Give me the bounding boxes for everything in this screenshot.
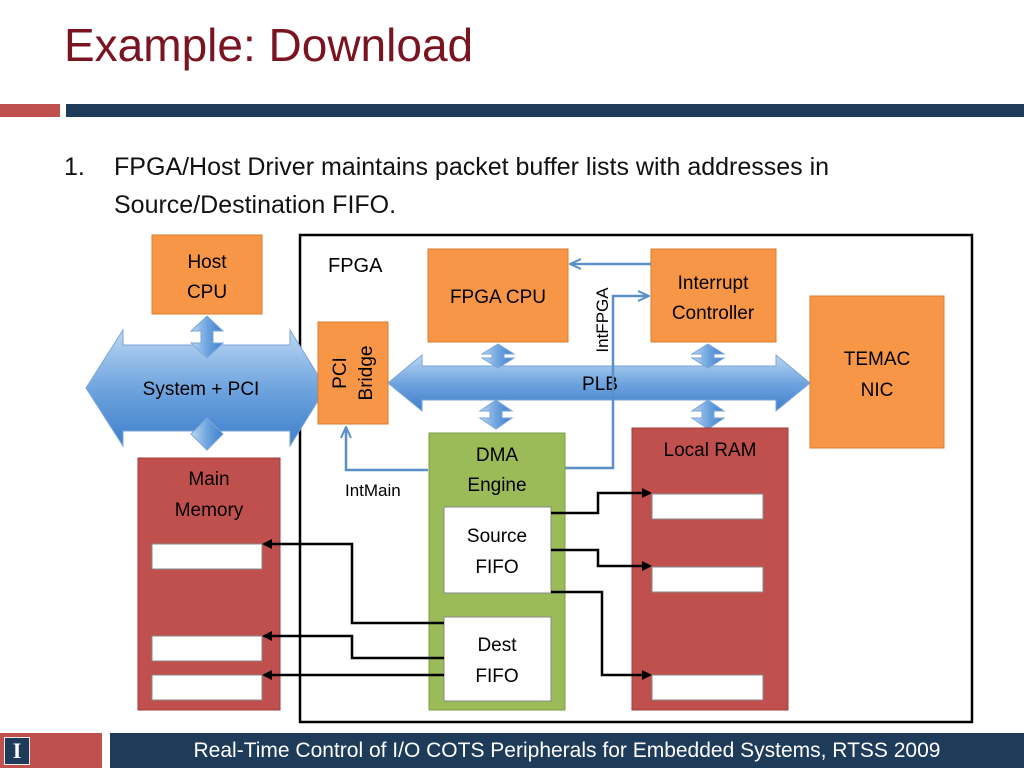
bullet-number: 1.	[64, 153, 85, 181]
main-memory-label-1: Main	[188, 469, 229, 490]
source-pointer-2	[551, 548, 652, 571]
host-cpu-label-1: Host	[187, 252, 227, 273]
interrupt-controller-label-2: Controller	[672, 303, 755, 324]
intmain-label: IntMain	[345, 481, 401, 500]
interrupt-controller-plb-connector	[690, 343, 726, 369]
bullet-text: FPGA/Host Driver maintains packet buffer…	[114, 153, 830, 219]
dest-fifo-label-1: Dest	[477, 635, 517, 656]
dest-fifo-label-2: FIFO	[475, 666, 518, 687]
footer-bar	[110, 733, 1024, 768]
dma-engine-label-1: DMA	[476, 445, 519, 466]
dest-fifo-box	[443, 616, 552, 702]
slide-title: Example: Download	[64, 19, 474, 71]
source-fifo-label-1: Source	[467, 526, 527, 547]
main-memory-bus-connector	[190, 417, 224, 451]
fpga-label: FPGA	[328, 255, 383, 277]
local-ram-buffer-1	[651, 493, 764, 520]
dest-pointer-1	[262, 539, 444, 625]
main-memory-box	[137, 457, 281, 711]
host-cpu-label-2: CPU	[187, 282, 227, 303]
pci-bridge-label-2: Bridge	[356, 346, 377, 401]
interrupt-controller-box	[650, 248, 777, 343]
main-memory-buffer-3	[151, 674, 263, 701]
temac-nic-box	[809, 295, 945, 449]
local-ram-label: Local RAM	[664, 440, 757, 461]
host-cpu-box	[151, 234, 263, 315]
dest-pointer-2	[262, 631, 444, 660]
fpga-cpu-plb-connector	[480, 343, 516, 369]
fpga-cpu-box	[427, 248, 569, 343]
main-memory-buffer-2	[151, 635, 263, 662]
source-fifo-box	[443, 506, 552, 594]
source-pointer-1	[551, 488, 652, 515]
footer-text: Real-Time Control of I/O COTS Peripheral…	[193, 739, 941, 762]
pci-bridge-label-1: PCI	[330, 357, 351, 389]
host-cpu-bus-connector	[189, 315, 225, 359]
interrupt-controller-label-1: Interrupt	[678, 273, 749, 294]
fpga-cpu-label: FPGA CPU	[450, 287, 546, 308]
temac-nic-label-2: NIC	[861, 380, 894, 401]
main-memory-buffer-1	[151, 543, 263, 570]
pci-bridge-box	[317, 321, 389, 425]
temac-nic-label-1: TEMAC	[844, 349, 911, 370]
intfpga-label: IntFPGA	[593, 287, 612, 353]
plb-label: PLB	[582, 374, 618, 395]
source-fifo-label-2: FIFO	[475, 557, 518, 578]
title-accent-bar-left	[0, 104, 60, 117]
system-pci-label: System + PCI	[143, 379, 260, 400]
dma-engine-plb-connector	[478, 399, 514, 430]
title-accent-bar-right	[66, 104, 1024, 117]
intmain-line	[346, 428, 428, 472]
university-logo-icon: I	[4, 737, 30, 765]
intfpga-line	[565, 296, 648, 470]
dma-engine-label-2: Engine	[467, 475, 526, 496]
local-ram-buffer-2	[651, 566, 764, 593]
local-ram-buffer-3	[651, 674, 764, 701]
main-memory-label-2: Memory	[175, 500, 244, 521]
source-pointer-3	[551, 590, 652, 680]
